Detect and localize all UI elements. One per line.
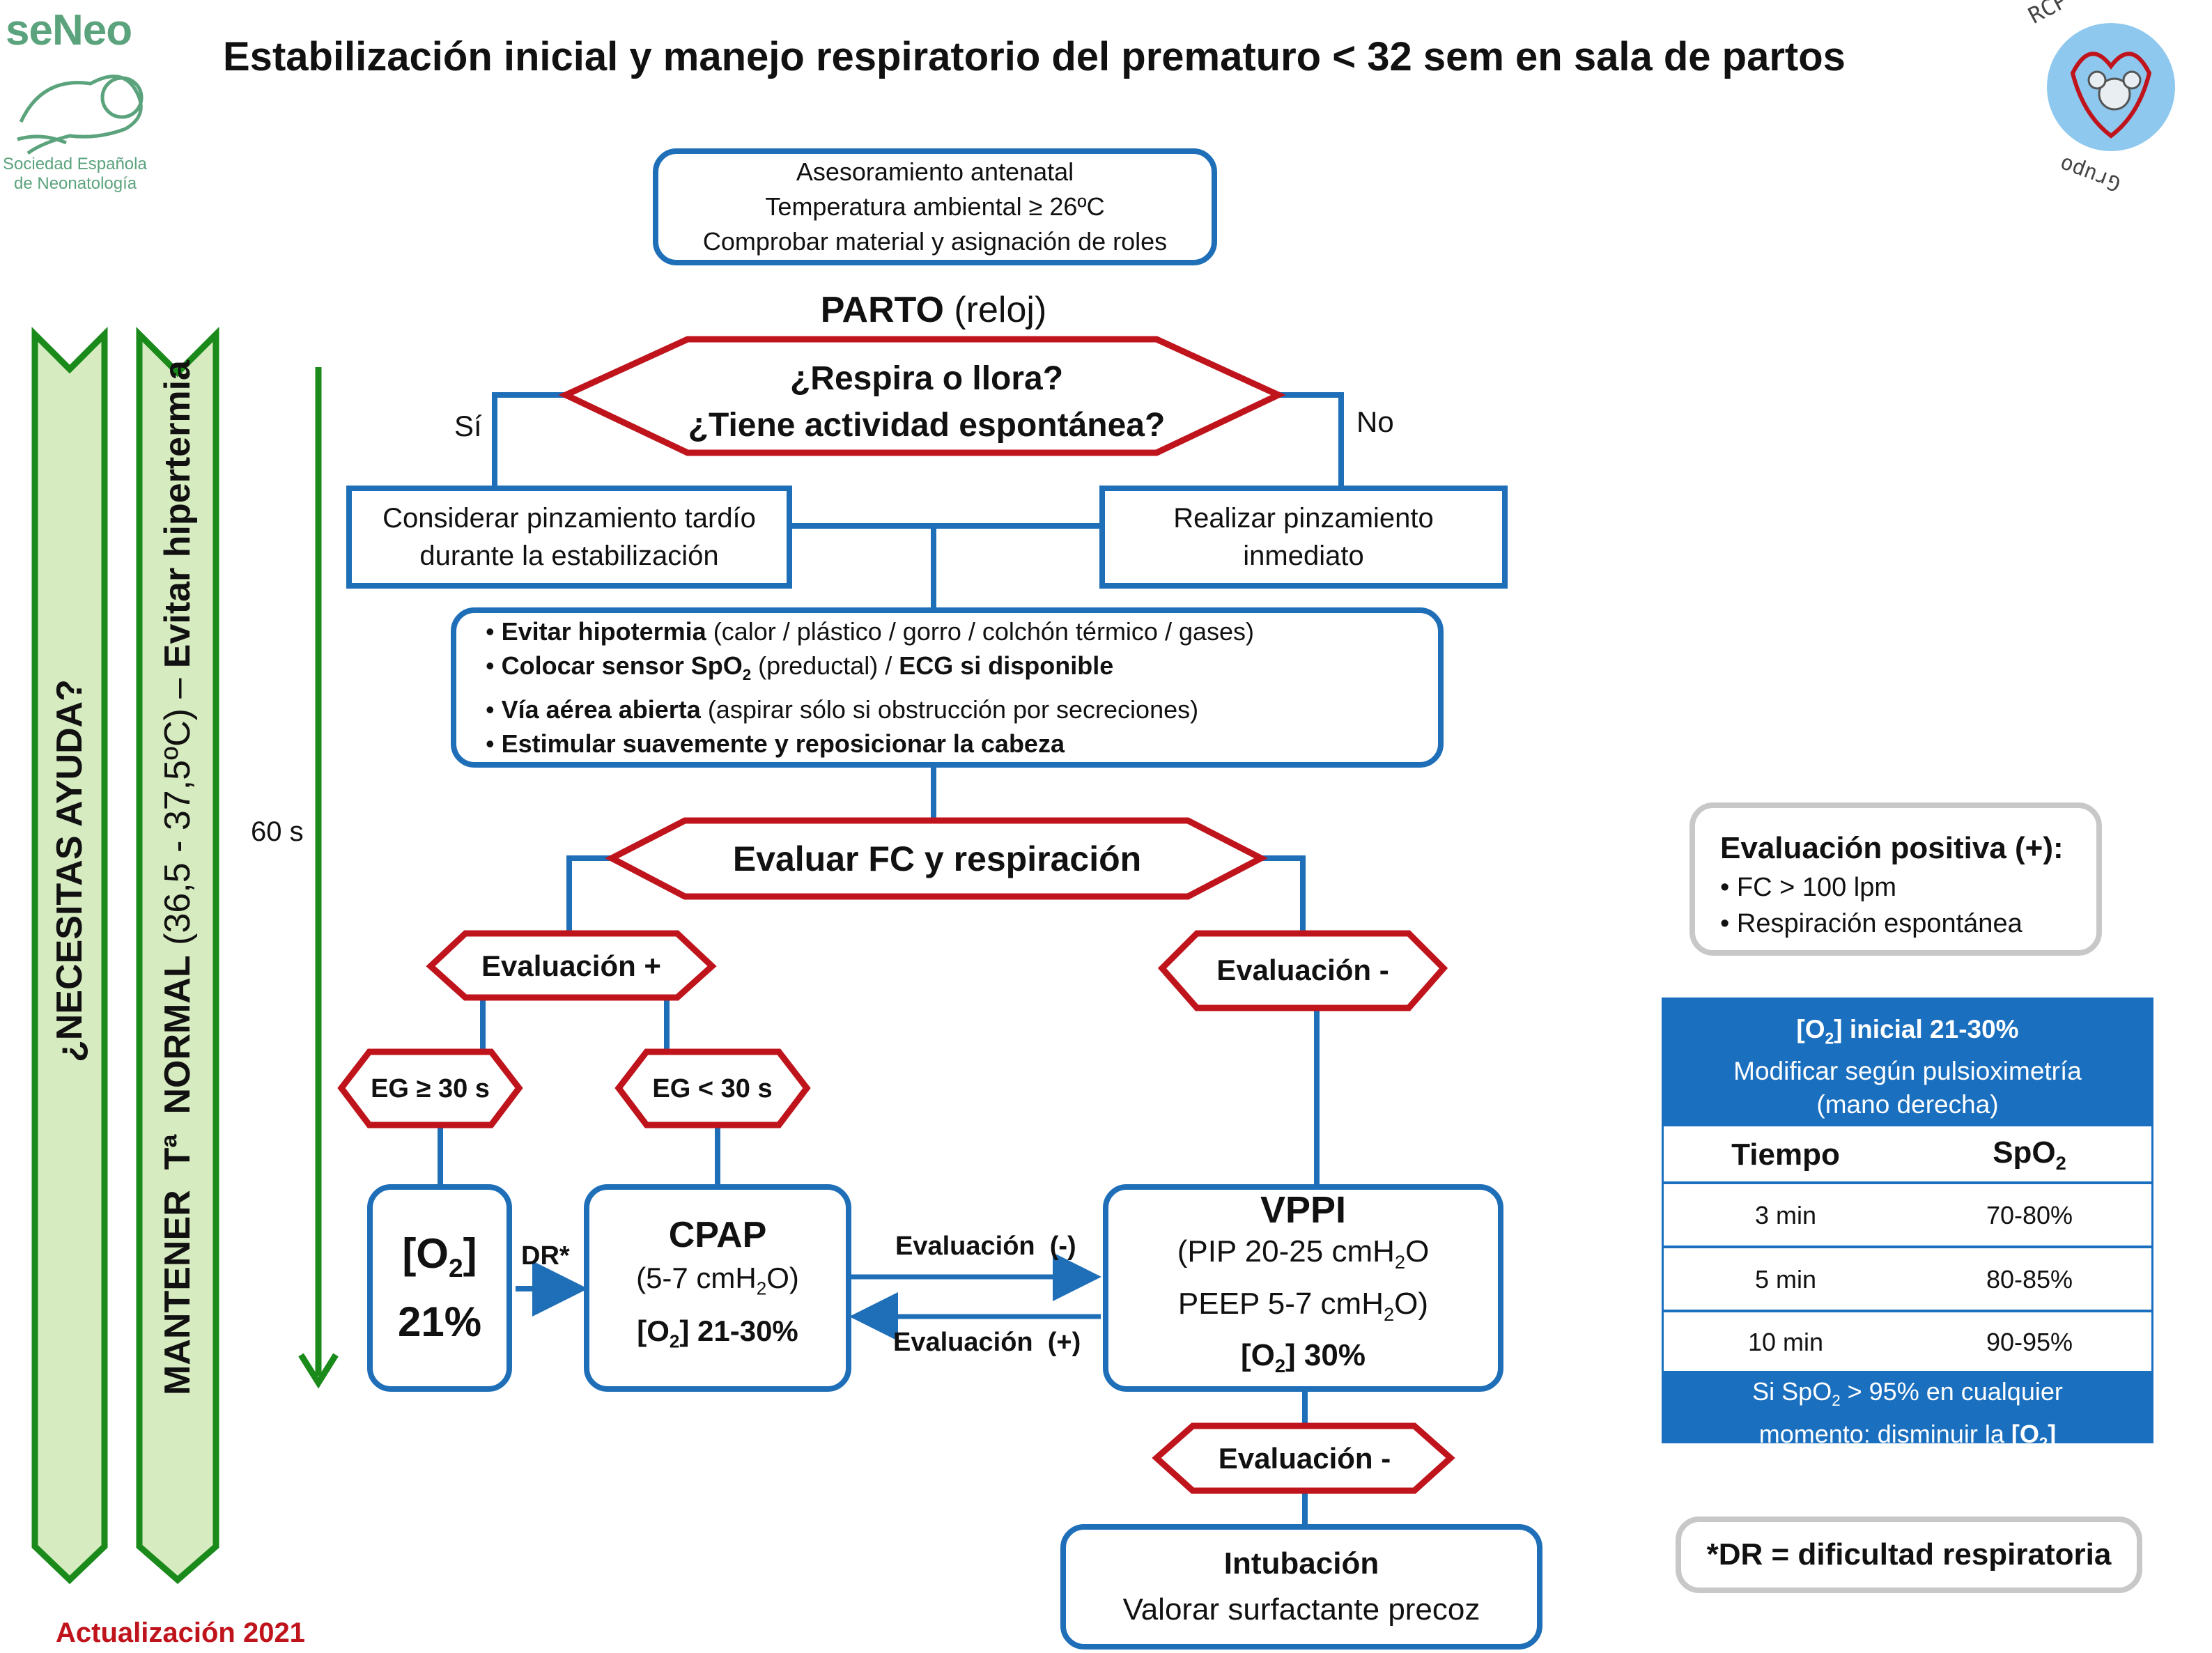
o2-label: [O [402, 1230, 449, 1277]
eg-ge30-label: EG ≥ 30 s [371, 1073, 490, 1103]
positive-eval-box: Evaluación positiva (+): • FC > 100 lpm … [1689, 802, 2102, 956]
eval-neg-hexagon [1157, 930, 1448, 1011]
evaluate-label: Evaluar FC y respiración [732, 839, 1142, 878]
actions-box: • Evitar hipotermia (calor / plástico / … [451, 607, 1444, 768]
logo-name: seNeo [6, 6, 132, 54]
question-line-2: ¿Tiene actividad espontánea? [688, 406, 1166, 444]
antenatal-line-3: Comprobar material y asignación de roles [702, 227, 1168, 256]
parto-label: PARTO (reloj) [697, 286, 1170, 334]
branch-yes-label: Sí [454, 410, 482, 442]
clamp-late-box: Considerar pinzamiento tardío durante la… [346, 486, 792, 589]
help-side-text: ¿NECESITAS AYUDA? [49, 679, 90, 1062]
intubation-box: Intubación Valorar surfactante precoz [1060, 1524, 1542, 1650]
question-line-1: ¿Respira o llora? [789, 359, 1064, 397]
col-time: Tiempo [1731, 1138, 1840, 1172]
o2-value: 21% [397, 1298, 482, 1345]
col-spo2: SpO2 [1993, 1135, 2066, 1174]
temperature-side-text: MANTENER Tª NORMAL (36,5 - 37,5ºC) – Evi… [157, 360, 198, 1395]
eg30-hexagon [337, 1048, 523, 1128]
eval-pos-hexagon [426, 930, 717, 1001]
antenatal-line-2: Temperatura ambiental ≥ 26ºC [765, 192, 1105, 221]
vppi-box: VPPI (PIP 20-25 cmH2O PEEP 5-7 cmH2O) [O… [1103, 1184, 1503, 1392]
evaluate-hexagon [605, 817, 1268, 900]
positive-eval-title: Evaluación positiva (+): [1720, 831, 2064, 865]
connector-eval-pos [566, 855, 612, 933]
antenatal-box: Asesoramiento antenatal Temperatura ambi… [653, 148, 1217, 265]
vppi-title: VPPI [1260, 1188, 1347, 1231]
logo-subtitle-2: de Neonatología [14, 174, 137, 193]
connector-eval-neg [1261, 855, 1306, 933]
baby-logo [17, 75, 144, 155]
eg-lt30-label: EG < 30 s [652, 1073, 773, 1103]
action-item: • Estimular suavemente y reposicionar la… [486, 729, 1065, 758]
footnote-text: *DR = dificultad respiratoria [1706, 1537, 2112, 1571]
question-hexagon [558, 336, 1286, 456]
clamp-immediate-line-2: inmediato [1243, 541, 1364, 571]
dr-label: DR* [521, 1241, 570, 1271]
spo2-header-line-3: (mano derecha) [1816, 1090, 1999, 1119]
rcp-logo [2047, 23, 2175, 151]
parto-rest: (reloj) [943, 290, 1047, 330]
positive-eval-item: • FC > 100 lpm [1720, 873, 1897, 902]
clamp-immediate-box: Realizar pinzamiento inmediato [1099, 486, 1508, 589]
arrow-pos-label: Evaluación (+) [893, 1328, 1081, 1357]
spo2-header-line-2: Modificar según pulsioximetría [1733, 1057, 2082, 1086]
spo2-table-header: [O2] inicial 21-30% Modificar según puls… [1662, 998, 2153, 1126]
eval-neg-label: Evaluación - [1216, 954, 1389, 986]
connector-yes-branch [492, 392, 566, 488]
intubation-title: Intubación [1223, 1546, 1379, 1581]
temperature-side-arrow [136, 327, 219, 1584]
spo2-table-footer: Si SpO2 > 95% en cualquier momento: dism… [1662, 1371, 2153, 1452]
page-title: Estabilización inicial y manejo respirat… [223, 34, 1846, 79]
o2-box: [O2] 21% [367, 1184, 512, 1392]
cpap-title: CPAP [668, 1214, 767, 1255]
action-item: • Vía aérea abierta (aspirar sólo si obs… [486, 694, 1199, 724]
footnote-box: *DR = dificultad respiratoria [1676, 1516, 2142, 1593]
clamp-late-line-1: Considerar pinzamiento tardío [382, 503, 756, 534]
spo2-table-col-headers: Tiempo SpO2 [1664, 1128, 2151, 1184]
branch-no-label: No [1356, 405, 1394, 438]
arrow-neg-label: Evaluación (-) [895, 1232, 1076, 1261]
clamp-immediate-line-1: Realizar pinzamiento [1173, 503, 1434, 534]
eval-pos-label: Evaluación + [481, 949, 661, 982]
rcp-badge: SENeo [2151, 132, 2192, 146]
eval-neg-2-hexagon [1152, 1422, 1455, 1494]
logo-subtitle-1: Sociedad Española [3, 155, 147, 173]
clamp-late-line-2: durante la estabilización [419, 541, 719, 571]
timer-label: 60 s [251, 816, 304, 847]
eglt30-hexagon [614, 1048, 811, 1128]
timer-arrowhead [298, 1353, 339, 1389]
parto-bold: PARTO [820, 290, 944, 330]
cpap-box: CPAP (5-7 cmH2O) [O2] 21-30% [584, 1184, 851, 1392]
help-side-arrow [31, 327, 108, 1585]
positive-eval-item: • Respiración espontánea [1720, 909, 2022, 938]
intubation-note: Valorar surfactante precoz [1122, 1592, 1480, 1627]
eval-neg-2-label: Evaluación - [1218, 1442, 1391, 1475]
connector-no-branch [1278, 392, 1344, 488]
update-label: Actualización 2021 [56, 1617, 305, 1648]
action-item: • Colocar sensor SpO2 (preductal) / ECG … [486, 651, 1114, 684]
action-item: • Evitar hipotermia (calor / plástico / … [486, 617, 1255, 646]
antenatal-line-1: Asesoramiento antenatal [796, 157, 1074, 186]
